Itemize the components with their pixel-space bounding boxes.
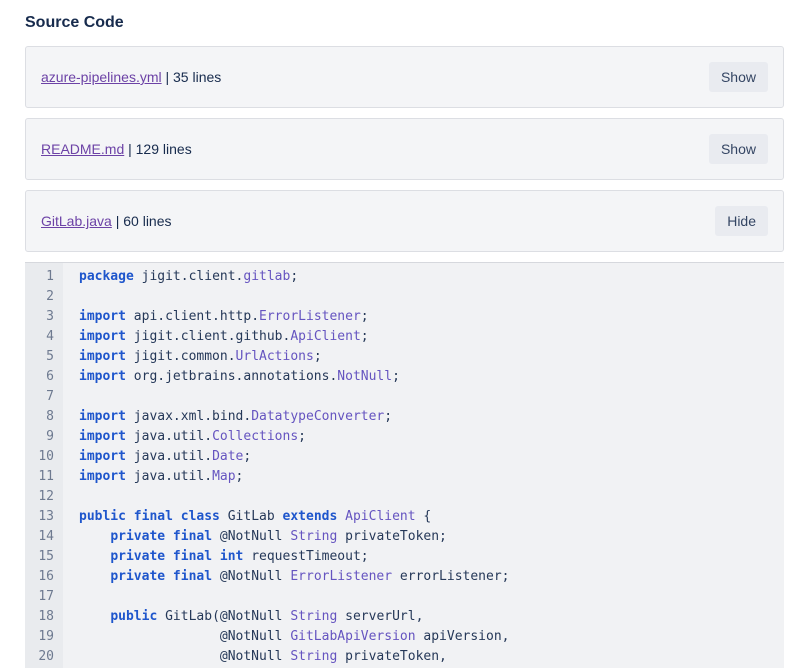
code-content: public final class GitLab extends ApiCli… <box>79 509 432 524</box>
code-line: 14 private final @NotNull String private… <box>25 527 784 547</box>
hide-button-gitlab-java[interactable]: Hide <box>715 206 768 236</box>
file-info: README.md | 129 lines <box>41 141 192 157</box>
code-content: import java.util.Map; <box>79 469 244 484</box>
code-content <box>63 387 79 407</box>
code-content <box>63 287 79 307</box>
code-line: 9 import java.util.Collections; <box>25 427 784 447</box>
code-content: import java.util.Collections; <box>79 429 306 444</box>
code-content <box>63 487 79 507</box>
code-line: 10 import java.util.Date; <box>25 447 784 467</box>
line-number: 13 <box>38 509 54 524</box>
file-info: GitLab.java | 60 lines <box>41 213 172 229</box>
code-line: 12 <box>25 487 784 507</box>
code-line: 8 import javax.xml.bind.DatatypeConverter… <box>25 407 784 427</box>
code-line: 20 @NotNull String privateToken, <box>25 647 784 667</box>
code-viewer: 1 package jigit.client.gitlab; 2 3 import ap… <box>25 262 784 668</box>
code-content: import java.util.Date; <box>79 449 252 464</box>
code-line: 18 public GitLab(@NotNull String serverU… <box>25 607 784 627</box>
code-line: 17 <box>25 587 784 607</box>
line-number: 5 <box>46 349 54 364</box>
file-link-readme[interactable]: README.md <box>41 141 125 157</box>
code-content: import jigit.client.github.ApiClient; <box>79 329 369 344</box>
code-content: import api.client.http.ErrorListener; <box>79 309 369 324</box>
file-panel-readme: README.md | 129 lines Show <box>25 118 784 180</box>
line-number: 9 <box>46 429 54 444</box>
line-number: 17 <box>38 589 54 604</box>
code-line: 15 private final int requestTimeout; <box>25 547 784 567</box>
code-line: 7 <box>25 387 784 407</box>
line-number: 16 <box>38 569 54 584</box>
line-number: 19 <box>38 629 54 644</box>
line-number: 7 <box>46 389 54 404</box>
code-line: 5 import jigit.common.UrlActions; <box>25 347 784 367</box>
code-line: 11 import java.util.Map; <box>25 467 784 487</box>
line-number: 10 <box>38 449 54 464</box>
file-link-azure-pipelines[interactable]: azure-pipelines.yml <box>41 69 162 85</box>
code-line: 19 @NotNull GitLabApiVersion apiVersion, <box>25 627 784 647</box>
file-line-count: | 60 lines <box>111 213 172 229</box>
code-content <box>63 587 79 607</box>
code-line: 1 package jigit.client.gitlab; <box>25 267 784 287</box>
file-line-count: | 35 lines <box>161 69 222 85</box>
code-content: import javax.xml.bind.DatatypeConverter; <box>79 409 393 424</box>
show-button-azure-pipelines[interactable]: Show <box>708 62 768 92</box>
code-line: 2 <box>25 287 784 307</box>
line-number: 6 <box>46 369 54 384</box>
code-content: private final @NotNull String privateTok… <box>110 529 447 544</box>
line-number: 11 <box>38 469 54 484</box>
line-number: 12 <box>38 489 54 504</box>
code-line: 3 import api.client.http.ErrorListener; <box>25 307 784 327</box>
line-number: 2 <box>46 289 54 304</box>
code-content: private final int requestTimeout; <box>110 549 369 564</box>
file-line-count: | 129 lines <box>124 141 192 157</box>
code-content: package jigit.client.gitlab; <box>79 269 299 284</box>
page-title: Source Code <box>25 14 124 31</box>
file-info: azure-pipelines.yml | 35 lines <box>41 69 221 85</box>
line-number: 4 <box>46 329 54 344</box>
line-number: 15 <box>38 549 54 564</box>
file-link-gitlab-java[interactable]: GitLab.java <box>41 213 112 229</box>
code-line: 4 import jigit.client.github.ApiClient; <box>25 327 784 347</box>
code-content: import org.jetbrains.annotations.NotNull… <box>79 369 400 384</box>
file-panel-azure-pipelines: azure-pipelines.yml | 35 lines Show <box>25 46 784 108</box>
code-content: private final @NotNull ErrorListener err… <box>110 569 510 584</box>
line-number: 18 <box>38 609 54 624</box>
code-line: 13 public final class GitLab extends ApiC… <box>25 507 784 527</box>
file-panel-gitlab-java: GitLab.java | 60 lines Hide <box>25 190 784 252</box>
line-number: 3 <box>46 309 54 324</box>
line-number: 14 <box>38 529 54 544</box>
code-content: import jigit.common.UrlActions; <box>79 349 322 364</box>
code-content: public GitLab(@NotNull String serverUrl, <box>110 609 424 624</box>
code-content: @NotNull GitLabApiVersion apiVersion, <box>79 629 510 644</box>
code-content: @NotNull String privateToken, <box>79 649 447 664</box>
line-number: 8 <box>46 409 54 424</box>
show-button-readme[interactable]: Show <box>708 134 768 164</box>
code-line: 6 import org.jetbrains.annotations.NotNul… <box>25 367 784 387</box>
code-line: 16 private final @NotNull ErrorListener … <box>25 567 784 587</box>
line-number: 1 <box>46 269 54 284</box>
line-number: 20 <box>38 649 54 664</box>
